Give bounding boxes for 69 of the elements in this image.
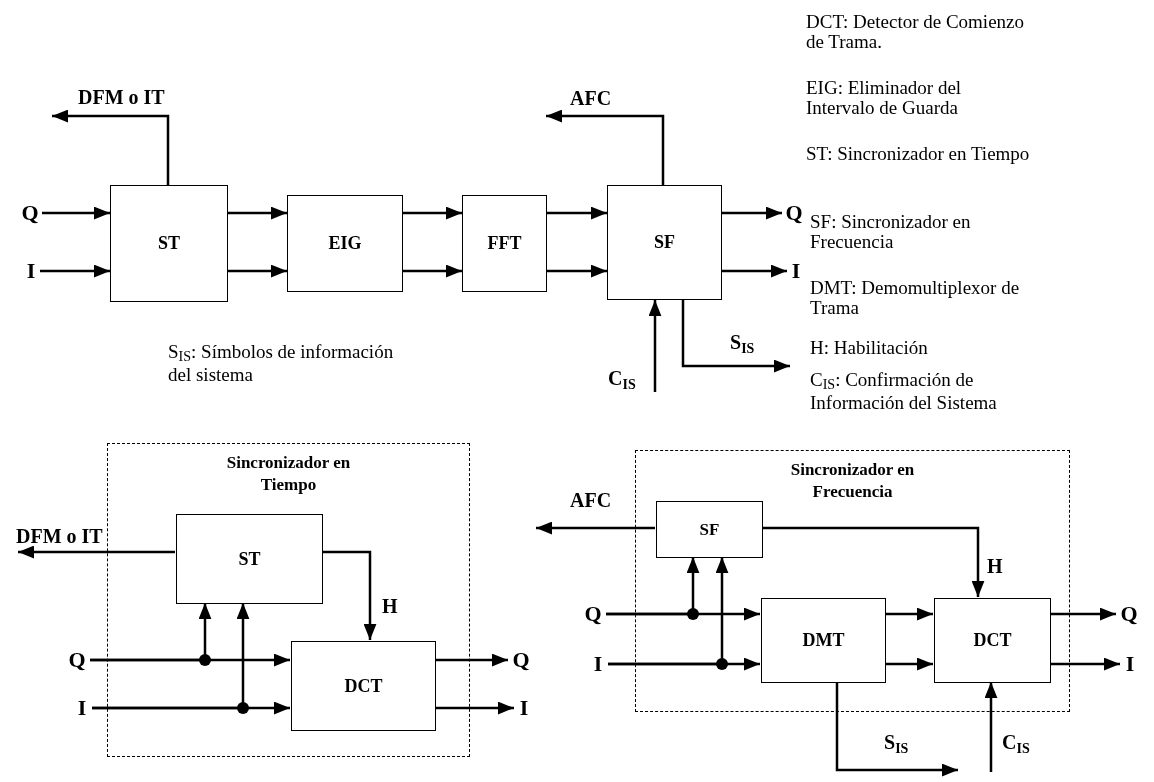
signal-label: I [514,694,534,722]
group-title: Sincronizador en Frecuencia [789,459,916,504]
signal-arrow [536,521,655,535]
signal-arrow [435,653,508,667]
signal-arrow [885,607,933,621]
signal-label: I [72,694,92,722]
signal-arrow [835,682,958,777]
edge-label: C$_{IS}$ [1000,732,1032,756]
definition-text: C$_{IS}$: Confirmación de Información del Sistema [810,370,998,413]
signal-arrow [322,550,377,640]
signal-arrow [435,701,514,715]
edge-label: DFM o IT [14,526,105,546]
edge-label: H [380,596,400,616]
edge-label: S$_{IS}$ [728,332,757,356]
signal-arrow [40,264,110,278]
signal-arrow [547,206,607,220]
signal-label: Q [782,200,806,226]
process-box: DCT [934,598,1051,683]
signal-arrow [546,109,665,185]
definition-text: EIG: Eliminador del Intervalo de Guarda [806,78,963,118]
process-box: ST [110,185,228,302]
note-text: S$_{IS}$: Símbolos de información del sistema [168,342,395,385]
definition-text: DMT: Demomultiplexor de Trama [810,278,1021,318]
signal-arrow [228,264,287,278]
process-box: DCT [291,641,436,731]
definition-text: H: Habilitación [810,338,929,358]
signal-label: Q [1116,600,1142,628]
process-box: FFT [462,195,547,292]
signal-arrow [608,557,729,666]
signal-arrow [403,206,462,220]
signal-label: Q [18,200,42,226]
signal-arrow [648,300,662,392]
signal-arrow [722,206,782,220]
signal-arrow [90,603,212,662]
signal-label: Q [508,646,534,674]
signal-label: Q [64,646,90,674]
edge-label: C$_{IS}$ [606,368,638,392]
definition-text: ST: Sincronizador en Tiempo [806,144,1031,164]
signal-arrow [52,109,170,185]
definition-text: DCT: Detector de Comienzo de Trama. [806,12,1026,52]
group-title: Sincronizador en Tiempo [225,452,352,497]
signal-arrow [681,300,790,373]
signal-label: I [1120,650,1140,678]
signal-arrow [722,264,787,278]
process-box: ST [176,514,323,604]
edge-label: H [985,556,1005,576]
signal-arrow [1050,657,1120,671]
signal-arrow [228,206,287,220]
signal-label: I [787,258,805,284]
signal-arrow [547,264,607,278]
definition-text: SF: Sincronizador en Frecuencia [810,212,972,252]
process-box: DMT [761,598,886,683]
process-box: SF [656,501,763,558]
edge-label: DFM o IT [76,87,167,107]
signal-arrow [18,545,175,559]
process-box: EIG [287,195,403,292]
signal-arrow [1050,607,1116,621]
edge-label: S$_{IS}$ [882,732,911,756]
signal-arrow [92,603,250,710]
signal-label: I [22,258,40,284]
signal-label: I [588,650,608,678]
process-box: SF [607,185,722,300]
signal-arrow [885,657,933,671]
signal-arrow [403,264,462,278]
signal-arrow [984,682,998,772]
signal-arrow [42,206,110,220]
signal-arrow [606,557,700,616]
signal-label: Q [580,600,606,628]
signal-arrow [762,526,985,597]
